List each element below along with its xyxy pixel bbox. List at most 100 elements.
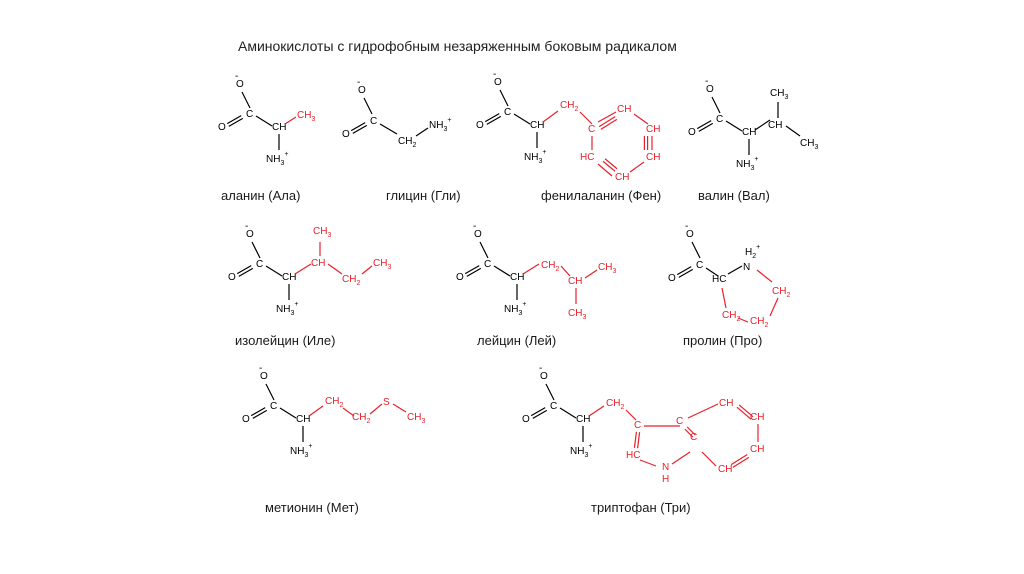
carbonyl-oxygen: O [342,129,350,140]
beta-carbon: CH [311,258,325,269]
ring-ch: CH [750,412,764,423]
ring-methylene: CH2 [722,310,740,323]
charge-minus: - [473,221,476,232]
ring-double-bond [686,426,696,436]
caption-leucine: лейцин (Лей) [477,333,556,348]
side-chain-bond [369,403,383,415]
c-alpha-bond [255,115,273,127]
ring-double-bond [633,431,638,448]
carbonyl-double-bond [228,117,244,127]
c-alpha-bond [725,120,743,132]
ring-bond [769,297,779,317]
carboxylate-oxygen: O [246,229,254,240]
methylene-group: CH2 [560,100,578,113]
amino-group: NH3+ [266,151,288,167]
side-chain-bond [542,110,559,123]
carboxyl-carbon: C [246,109,253,120]
alpha-carbon: CH [272,122,286,133]
carboxyl-carbon: C [550,401,557,412]
carbonyl-oxygen: O [476,120,484,131]
side-chain-bond [522,263,540,275]
carboxylate-oxygen: O [236,79,244,90]
charge-minus: - [259,363,262,374]
alpha-carbon: CH [576,414,590,425]
ring-double-bond [684,428,694,438]
charge-minus: - [685,221,688,232]
methyl-bond [785,125,801,137]
gamma-carbon: CH [568,276,582,287]
carbonyl-double-bond [530,407,546,417]
ring-ch: CH [750,444,764,455]
methylene-group: CH2 [541,260,559,273]
ring-double-bond [600,118,618,130]
amino-group: NH3+ [429,117,451,133]
amino-group: NH3+ [570,443,592,459]
carbonyl-oxygen: O [668,273,676,284]
charge-minus: - [539,363,542,374]
amino-group: NH3+ [504,301,526,317]
amine-bond [415,127,429,137]
amino-group: NH3+ [524,149,546,165]
ring-bond [597,163,613,177]
caption-alanine: аланин (Ала) [221,188,300,203]
ring-double-bond [636,432,641,449]
carbonyl-double-bond [486,115,502,125]
carbonyl-double-bond [250,407,266,417]
nh2-charge: H2+ [745,244,760,260]
alpha-carbon: HC [712,274,726,285]
ring-ch: CH [615,172,629,183]
methyl-group: CH3 [373,258,391,271]
carbonyl-oxygen: O [228,272,236,283]
ring-ch: CH [718,464,732,475]
carbonyl-double-bond [532,409,548,419]
ring-bond [721,287,727,309]
caption-methionine: метионин (Мет) [265,500,359,515]
carboxyl-carbon: C [696,260,703,271]
c-alpha-bond [705,267,719,277]
ring-bond [701,451,717,467]
caption-valine: валин (Вал) [698,188,770,203]
methyl-bond [584,269,598,279]
charge-minus: - [357,77,360,88]
page-title: Аминокислоты с гидрофобным незаряженным … [238,38,677,54]
ring-bond [671,451,691,465]
carboxyl-carbon: C [370,116,377,127]
ring-ch: CH [646,124,660,135]
ring-bond [687,403,719,419]
caption-isoleucine: изолейцин (Иле) [235,333,335,348]
ring-double-bond [604,158,618,170]
carbonyl-double-bond [236,265,252,275]
carbonyl-double-bond [464,265,480,275]
carbonyl-double-bond [238,267,254,277]
carboxyl-single-bond [251,241,261,259]
indole-nitrogen: N [662,462,669,473]
caption-tryptophan: триптофан (Три) [591,500,691,515]
side-chain-bond [342,407,355,417]
carboxyl-single-bond [479,241,489,259]
side-chain-bond [625,409,637,421]
ring-double-bond [736,406,752,420]
carboxyl-carbon: C [256,259,263,270]
carboxylate-oxygen: O [686,229,694,240]
methyl-group: CH3 [598,262,616,275]
ring-double-bond [732,456,750,468]
alpha-carbon: CH [296,414,310,425]
carboxyl-single-bond [711,96,721,114]
carboxylate-oxygen: O [494,77,502,88]
caption-proline: пролин (Про) [683,333,762,348]
carboxyl-single-bond [545,383,555,401]
carboxyl-single-bond [265,383,275,401]
amino-group: NH3+ [290,443,312,459]
carboxyl-single-bond [499,89,509,107]
carboxylate-oxygen: O [358,85,366,96]
methylene-group: CH2 [342,274,360,287]
methyl-group: CH3 [297,110,315,123]
side-chain-bond [754,119,771,131]
carboxyl-carbon: C [270,401,277,412]
